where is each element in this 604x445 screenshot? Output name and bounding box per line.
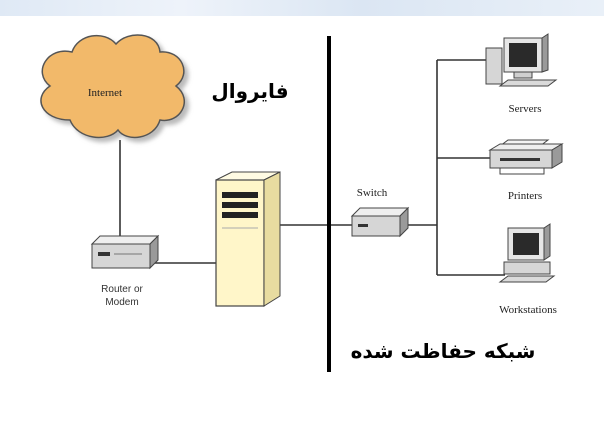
protected-network-label: شبکه حفاظت شده [351,339,536,363]
router-label-line2: Modem [105,297,138,308]
switch-label: Switch [357,187,388,199]
router-label-line1: Router or [101,284,143,295]
printer-icon [488,139,564,175]
printers-label: Printers [508,190,542,202]
servers-label: Servers [509,103,542,115]
internet-label: Internet [88,87,122,99]
workstations-label: Workstations [499,304,557,316]
router-modem-icon [90,234,160,270]
firewall-server-icon [215,171,281,307]
internet-cloud-icon [40,34,186,139]
workstation-computer-icon [498,223,556,283]
server-computer-icon [485,33,558,87]
connection-lines [119,59,505,276]
top-decoration-band [0,0,604,16]
firewall-label: فایروال [211,79,288,103]
switch-icon [350,206,410,238]
